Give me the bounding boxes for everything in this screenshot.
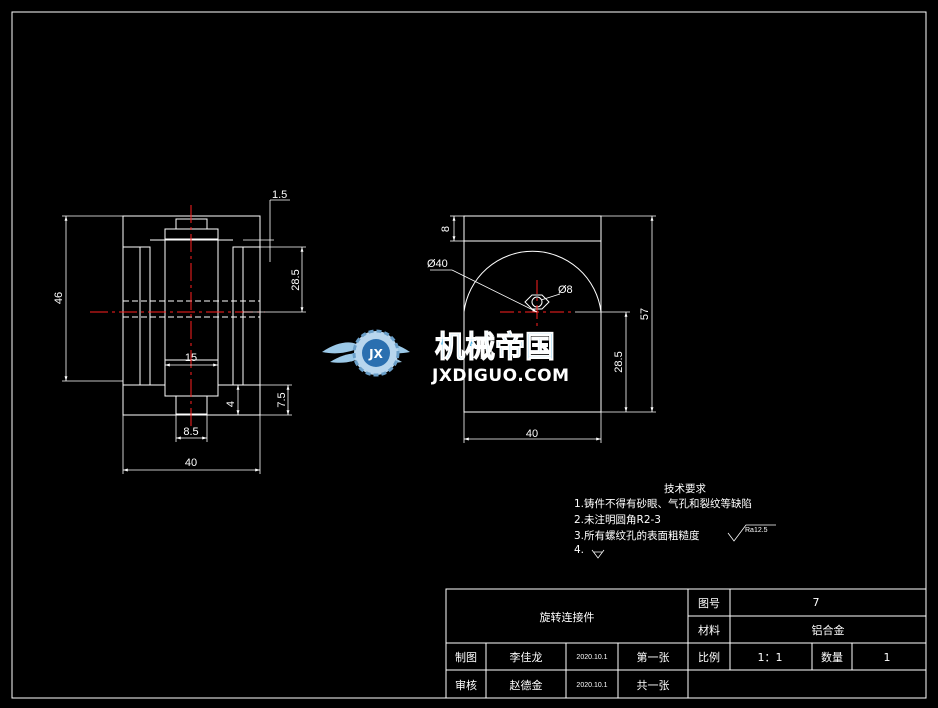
drawn-by: 李佳龙 [510,650,543,664]
notes-title: 技术要求 [664,482,706,495]
drawn-date: 2020.10.1 [576,654,607,661]
front-view-dimension-lines [62,199,306,474]
dim-40-side: 40 [526,428,538,440]
dim-1-5: 1.5 [272,189,287,201]
dim-28-5: 28.5 [290,269,302,290]
total-label: 共一张 [637,679,670,692]
dim-4: 4 [225,401,237,407]
side-view-dimension-texts: 8 Ø40 Ø8 57 28.5 40 [427,226,651,440]
material-label: 材料 [698,623,720,637]
note-1: 1.铸件不得有砂眼、气孔和裂纹等缺陷 [574,497,752,510]
technical-notes: 技术要求 1.铸件不得有砂眼、气孔和裂纹等缺陷 2.未注明圆角R2-3 3.所有… [574,482,776,559]
roughness-value: Ra12.5 [745,527,768,534]
dim-dia-40: Ø40 [427,258,448,270]
qty-label: 数量 [821,651,843,664]
note-4: 4. [574,544,584,556]
material: 铝合金 [812,623,845,637]
dim-7-5: 7.5 [276,392,288,407]
sheet-label: 第一张 [637,650,670,664]
side-view-dimension-lines [430,215,656,443]
roughness-symbol [727,524,776,542]
watermark-logo: JX [322,329,410,377]
drawing-no: 7 [813,596,820,609]
checked-label: 审核 [455,678,477,692]
dim-8: 8 [440,226,452,232]
note-2: 2.未注明圆角R2-3 [574,513,661,526]
checked-date: 2020.10.1 [576,682,607,689]
watermark-en: JXDIGUO.COM [431,366,570,386]
dim-57: 57 [639,308,651,320]
scale-label: 比例 [698,650,720,664]
dim-40-front: 40 [185,457,197,469]
checked-by: 赵德金 [510,678,543,692]
title-block-lines [445,588,927,699]
qty: 1 [884,651,891,664]
part-name: 旋转连接件 [540,610,595,624]
side-view-centerlines [500,280,575,330]
scale: 1：1 [758,651,783,664]
drawing-no-label: 图号 [698,597,720,610]
dim-8-5: 8.5 [183,426,198,438]
note-3: 3.所有螺纹孔的表面粗糙度 [574,529,700,542]
drawn-label: 制图 [455,651,477,664]
dim-28-5-side: 28.5 [613,351,625,372]
front-view-dimension-texts: 1.5 28.5 46 15 4 7.5 8.5 40 [53,189,302,469]
dim-15: 15 [185,352,197,364]
title-block: 旋转连接件 图号 7 材料 铝合金 制图 李佳龙 2020.10.1 第一张 比… [455,596,891,692]
dim-46: 46 [53,292,65,304]
watermark-cn: 机械帝国 [435,330,555,365]
side-view [463,215,602,413]
front-view-centerlines [90,205,265,430]
roughness-symbol-4 [591,549,605,559]
dim-dia-8: Ø8 [558,284,573,296]
watermark-badge: JX [368,347,383,361]
